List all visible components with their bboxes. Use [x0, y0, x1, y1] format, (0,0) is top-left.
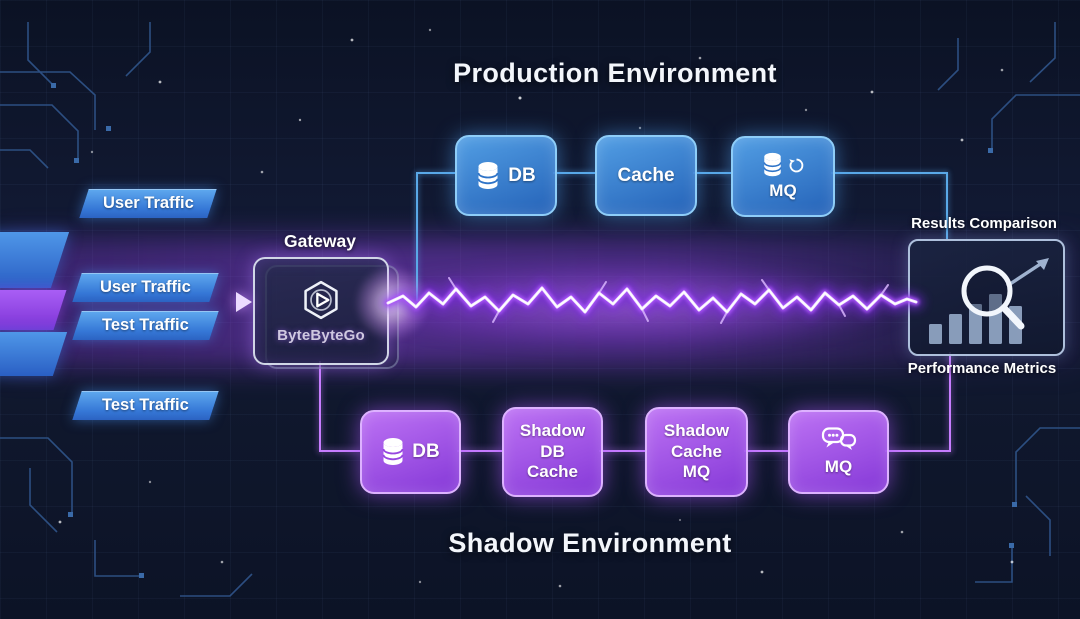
node-label: DB	[508, 164, 536, 186]
connector-gateway-up	[416, 173, 418, 301]
database-icon	[381, 437, 405, 467]
connector-db-cache	[553, 172, 595, 174]
hexagon-triangle-logo-icon	[300, 279, 342, 321]
connector-mq-results-shadow	[885, 450, 951, 452]
connector-up-to-db	[416, 172, 456, 174]
shadow-node-shadow-cache-mq: Shadow Cache MQ	[645, 407, 748, 497]
traffic-chip-label: Test Traffic	[102, 396, 189, 414]
traffic-chip-user-1: User Traffic	[79, 189, 217, 218]
traffic-chip-label: User Traffic	[102, 194, 194, 212]
bytebytego-brand: ByteByteGo	[277, 326, 365, 344]
shadow-node-shadow-db-cache: Shadow DB Cache	[502, 407, 603, 497]
results-comparison-label: Results Comparison	[911, 215, 1057, 232]
connector-sdb-scache	[457, 450, 503, 452]
production-node-mq: MQ	[731, 136, 835, 217]
connector-smq-mq	[744, 450, 789, 452]
production-node-cache: Cache	[595, 135, 697, 216]
traffic-chip-label: Test Traffic	[102, 316, 189, 334]
left-chevron-blue-top	[0, 232, 70, 288]
shadow-node-db: DB	[360, 410, 461, 494]
refresh-arrows-icon	[788, 157, 805, 174]
beam-center-glow	[300, 250, 960, 360]
connector-results-up-shadow	[949, 352, 951, 452]
traffic-chip-user-2: User Traffic	[72, 273, 219, 302]
node-label: MQ	[824, 457, 853, 477]
shadow-environment-title: Shadow Environment	[448, 528, 732, 558]
node-label: Shadow DB Cache	[519, 420, 586, 482]
traffic-chip-test-2: Test Traffic	[72, 391, 219, 420]
performance-metrics-label: Performance Metrics	[907, 360, 1057, 377]
connector-gateway-down	[319, 361, 321, 451]
results-comparison-box	[908, 239, 1065, 356]
connector-scache-smq	[599, 450, 646, 452]
database-icon	[476, 161, 500, 191]
metrics-chart-icon	[929, 258, 1049, 344]
connector-results-down	[946, 172, 948, 240]
production-environment-title: Production Environment	[453, 58, 777, 88]
trend-arrow-icon	[1006, 258, 1049, 288]
magnifier-icon	[961, 265, 1025, 330]
connector-cache-mq	[693, 172, 731, 174]
production-node-db: DB	[455, 135, 557, 216]
traffic-chip-label: User Traffic	[100, 278, 191, 296]
traffic-chip-test-1: Test Traffic	[72, 311, 219, 340]
left-chevron-purple	[0, 290, 67, 330]
gateway-node: ByteByteGo	[253, 257, 389, 365]
database-icon	[762, 152, 783, 178]
connector-mq-results	[831, 172, 947, 174]
node-label: DB	[412, 441, 440, 463]
node-label: MQ	[769, 181, 797, 200]
chat-bubbles-icon	[821, 426, 857, 454]
shadow-node-mq: MQ	[788, 410, 889, 494]
node-label: Cache	[617, 164, 675, 186]
left-chevron-blue-bottom	[0, 332, 68, 376]
connector-down-to-db	[319, 450, 361, 452]
node-label: Shadow Cache MQ	[663, 420, 730, 482]
gateway-label: Gateway	[284, 231, 356, 251]
traffic-arrow-icon	[236, 292, 252, 312]
